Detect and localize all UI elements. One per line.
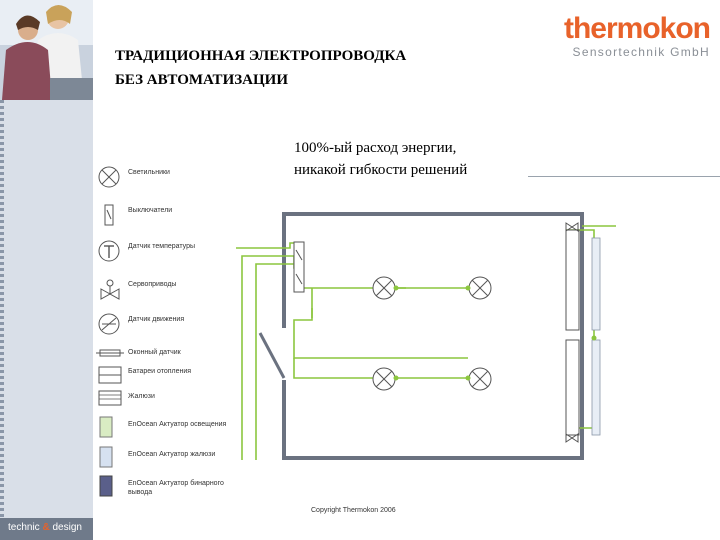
copyright: Copyright Thermokon 2006 [311,507,396,514]
lamp-icon [372,367,399,391]
wiring [236,225,616,460]
junction-dot [591,335,597,341]
room-wall [282,212,584,460]
lamp-icon [98,166,120,188]
brand-amp: & [42,522,50,533]
legend-label: Датчик температуры [128,243,196,250]
legend-label: Датчик движения [128,316,185,323]
lamp-icon [372,276,399,300]
title-line-2: БЕЗ АВТОМАТИЗАЦИИ [115,72,288,88]
blinds-icon [98,390,122,406]
office-photo [0,0,93,100]
brand-right: design [52,522,82,533]
subtitle-line-1: 100%-ый расход энергии, [294,140,457,156]
legend-label: Выключатели [128,207,173,214]
blinds-icon [565,229,580,436]
servo-valve-icon [565,222,579,443]
lamp-icon [465,367,492,391]
legend-label: EnOcean Актуатор жалюзи [128,451,216,458]
subtitle: 100%-ый расход энергии, никакой гибкости… [294,137,467,181]
sidebar: technic & design [0,0,93,540]
switch-icon [104,204,114,226]
binary-actuator-icon [99,475,113,497]
logo-tagline: Sensortechnik GmbH [572,45,710,59]
sidebar-dotted-rule [0,100,4,520]
lamp-icon [465,276,492,300]
legend-label: Оконный датчик [128,349,181,356]
servo-valve-icon [100,279,120,300]
subtitle-line-2: никакой гибкости решений [294,162,468,178]
company-logo: thermokon Sensortechnik GmbH [545,12,711,60]
legend-label: Сервоприводы [128,281,177,288]
door-leaf [258,332,286,379]
lighting-actuator-icon [99,416,113,438]
temperature-sensor-icon [98,240,120,262]
legend-label: Батареи отопления [128,368,192,375]
legend-label: EnOcean Актуатор освещения [128,421,227,428]
blinds-actuator-icon [99,446,113,468]
switch-icon [293,241,305,293]
logo-wordmark: thermokon [563,12,711,45]
legend-label: Светильники [128,169,170,176]
subtitle-rule [528,176,720,177]
window-contact-icon [96,349,124,357]
title-line-1: ТРАДИЦИОННАЯ ЭЛЕКТРОПРОВОДКА [115,48,407,64]
radiator-icon [98,366,122,384]
presence-sensor-icon [98,313,120,335]
page-title: ТРАДИЦИОННАЯ ЭЛЕКТРОПРОВОДКА БЕЗ АВТОМАТ… [115,44,406,92]
window-contact-icon [591,237,601,436]
brand-strip: technic & design [0,518,93,540]
legend-label: Жалюзи [128,393,155,400]
brand-left: technic [8,522,40,533]
legend-label: EnOcean Актуатор бинарного вывода [128,480,224,496]
floor-plan-diagram [236,212,616,460]
